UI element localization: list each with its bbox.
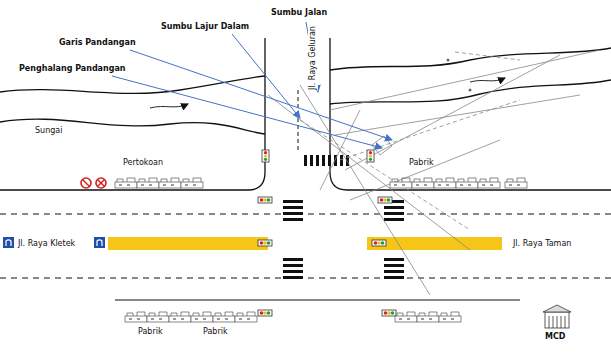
- river-label: Sungai: [34, 126, 63, 136]
- road-name: Jl. Raya Taman: [512, 239, 572, 249]
- road-name: Jl. Raya Kletek: [17, 239, 76, 249]
- callout-label: Garis Pandangan: [58, 38, 137, 48]
- callout-label: Sumbu Jalan: [270, 8, 328, 18]
- callout-label: Penghalang Pandangan: [18, 64, 127, 74]
- area-label: Pabrik: [202, 327, 229, 337]
- area-label: Pertokoan: [122, 158, 164, 168]
- road-name: Jl. Raya Geluran: [308, 25, 318, 91]
- callout-label: Sumbu Lajur Dalam: [160, 22, 250, 32]
- area-label: Pabrik: [137, 327, 164, 337]
- place-label: MCD: [544, 332, 566, 342]
- area-label: Pabrik: [408, 158, 435, 168]
